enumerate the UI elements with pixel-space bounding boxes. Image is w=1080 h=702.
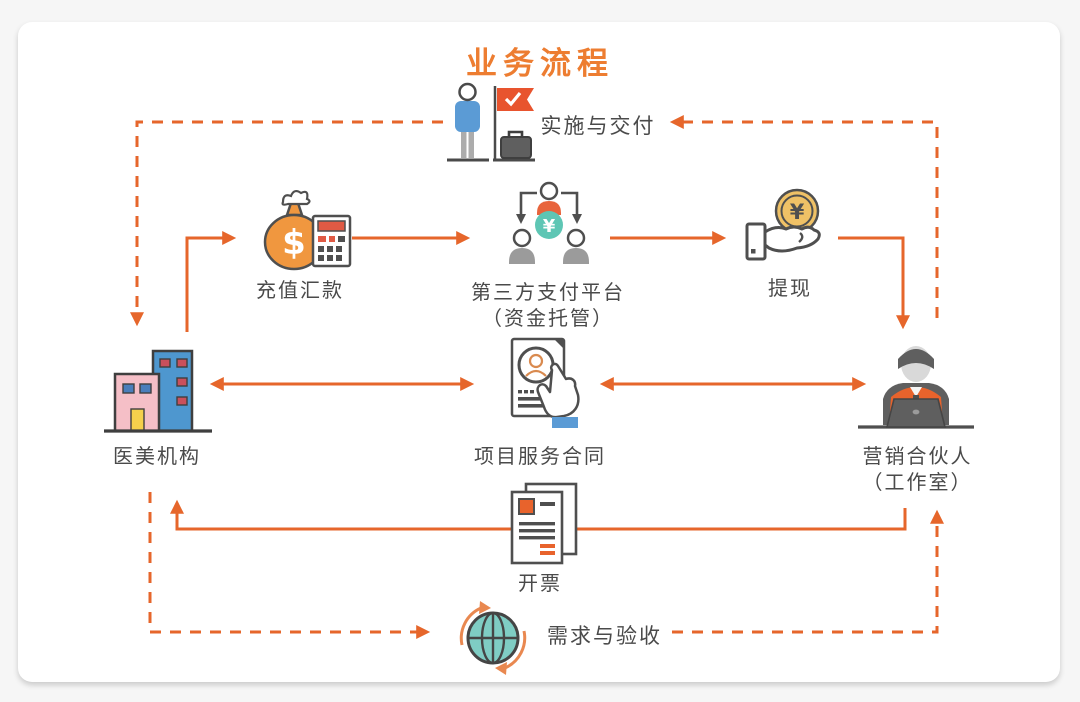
yuan-sign: ¥ bbox=[543, 216, 556, 237]
acceptance-label: 需求与验收 bbox=[547, 624, 662, 648]
partner-label: 营销合伙人 bbox=[862, 444, 973, 468]
partner-sublabel: （工作室） bbox=[862, 470, 973, 494]
contract-document-icon bbox=[492, 333, 588, 435]
arrow-withdraw-to-partner bbox=[838, 236, 910, 330]
person-laptop-icon bbox=[856, 335, 976, 437]
page-title: 业务流程 bbox=[466, 46, 614, 82]
arrow-institution-to-recharge bbox=[185, 231, 237, 332]
money-bag-calculator-icon: $ bbox=[252, 180, 354, 272]
dollar-sign: $ bbox=[282, 223, 306, 263]
yuan-sign: ¥ bbox=[790, 200, 805, 224]
recharge-label: 充值汇款 bbox=[256, 278, 344, 302]
hand-holding-coin-icon: ¥ bbox=[741, 186, 841, 272]
institution-label: 医美机构 bbox=[113, 444, 201, 468]
platform-label: 第三方支付平台 bbox=[471, 280, 625, 304]
globe-sync-icon bbox=[447, 597, 539, 679]
people-network-yuan-icon: ¥ bbox=[496, 180, 602, 274]
person-flag-briefcase-icon bbox=[443, 80, 539, 166]
buildings-icon bbox=[102, 335, 214, 437]
dashed-arrow-institution-to-acceptance bbox=[148, 492, 431, 639]
dashed-arrow-partner-to-delivery bbox=[669, 115, 939, 318]
dashed-arrow-acceptance-to-partner bbox=[672, 509, 944, 634]
contract-label: 项目服务合同 bbox=[474, 444, 606, 468]
dashed-arrow-delivery-to-institution bbox=[130, 120, 443, 327]
withdraw-label: 提现 bbox=[768, 276, 812, 300]
invoice-documents-icon bbox=[502, 481, 582, 567]
delivery-label: 实施与交付 bbox=[540, 114, 656, 138]
invoice-label: 开票 bbox=[518, 571, 562, 595]
platform-sublabel: （资金托管） bbox=[482, 306, 614, 330]
